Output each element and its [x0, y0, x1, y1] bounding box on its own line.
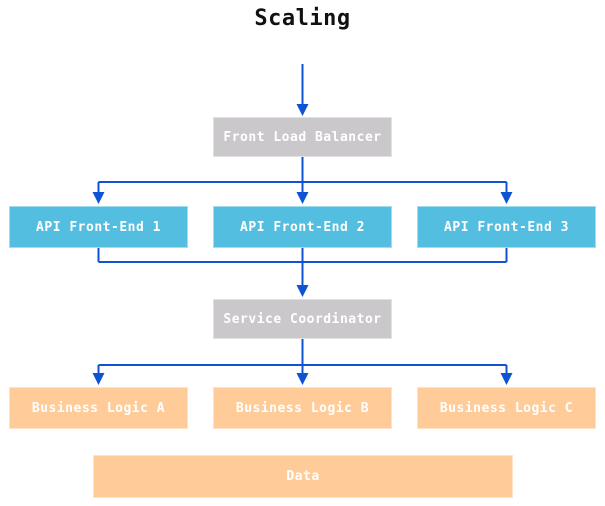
node-api-front-end-2: API Front-End 2	[213, 206, 392, 248]
arrowhead-to-api2	[296, 192, 309, 204]
arrowhead-to-blc	[500, 373, 513, 385]
node-api-front-end-2-label: API Front-End 2	[240, 219, 365, 235]
arrowhead-to-bla	[92, 373, 105, 385]
edge-flb-branch	[97, 157, 508, 194]
node-api-front-end-3: API Front-End 3	[417, 206, 596, 248]
arrowhead-to-flb	[296, 104, 309, 116]
node-business-logic-a: Business Logic A	[9, 387, 188, 429]
node-api-front-end-3-label: API Front-End 3	[444, 219, 569, 235]
node-service-coordinator: Service Coordinator	[213, 299, 392, 339]
node-business-logic-b-label: Business Logic B	[235, 400, 370, 416]
arrowhead-to-blb	[296, 373, 309, 385]
node-business-logic-a-label: Business Logic A	[31, 400, 166, 416]
arrowhead-to-api3	[500, 192, 513, 204]
edge-api-merge	[97, 248, 508, 287]
arrowhead-to-sc	[296, 285, 309, 297]
node-api-front-end-1: API Front-End 1	[9, 206, 188, 248]
node-api-front-end-1-label: API Front-End 1	[36, 219, 161, 235]
edge-sc-branch	[97, 339, 508, 375]
node-business-logic-b: Business Logic B	[213, 387, 392, 429]
node-front-load-balancer-label: Front Load Balancer	[223, 129, 382, 145]
node-data: Data	[93, 455, 513, 498]
node-service-coordinator-label: Service Coordinator	[223, 311, 382, 327]
node-business-logic-c-label: Business Logic C	[439, 400, 574, 416]
node-business-logic-c: Business Logic C	[417, 387, 596, 429]
arrowhead-to-api1	[92, 192, 105, 204]
node-front-load-balancer: Front Load Balancer	[213, 117, 392, 157]
diagram-title: Scaling	[254, 6, 351, 31]
node-data-label: Data	[286, 469, 320, 484]
